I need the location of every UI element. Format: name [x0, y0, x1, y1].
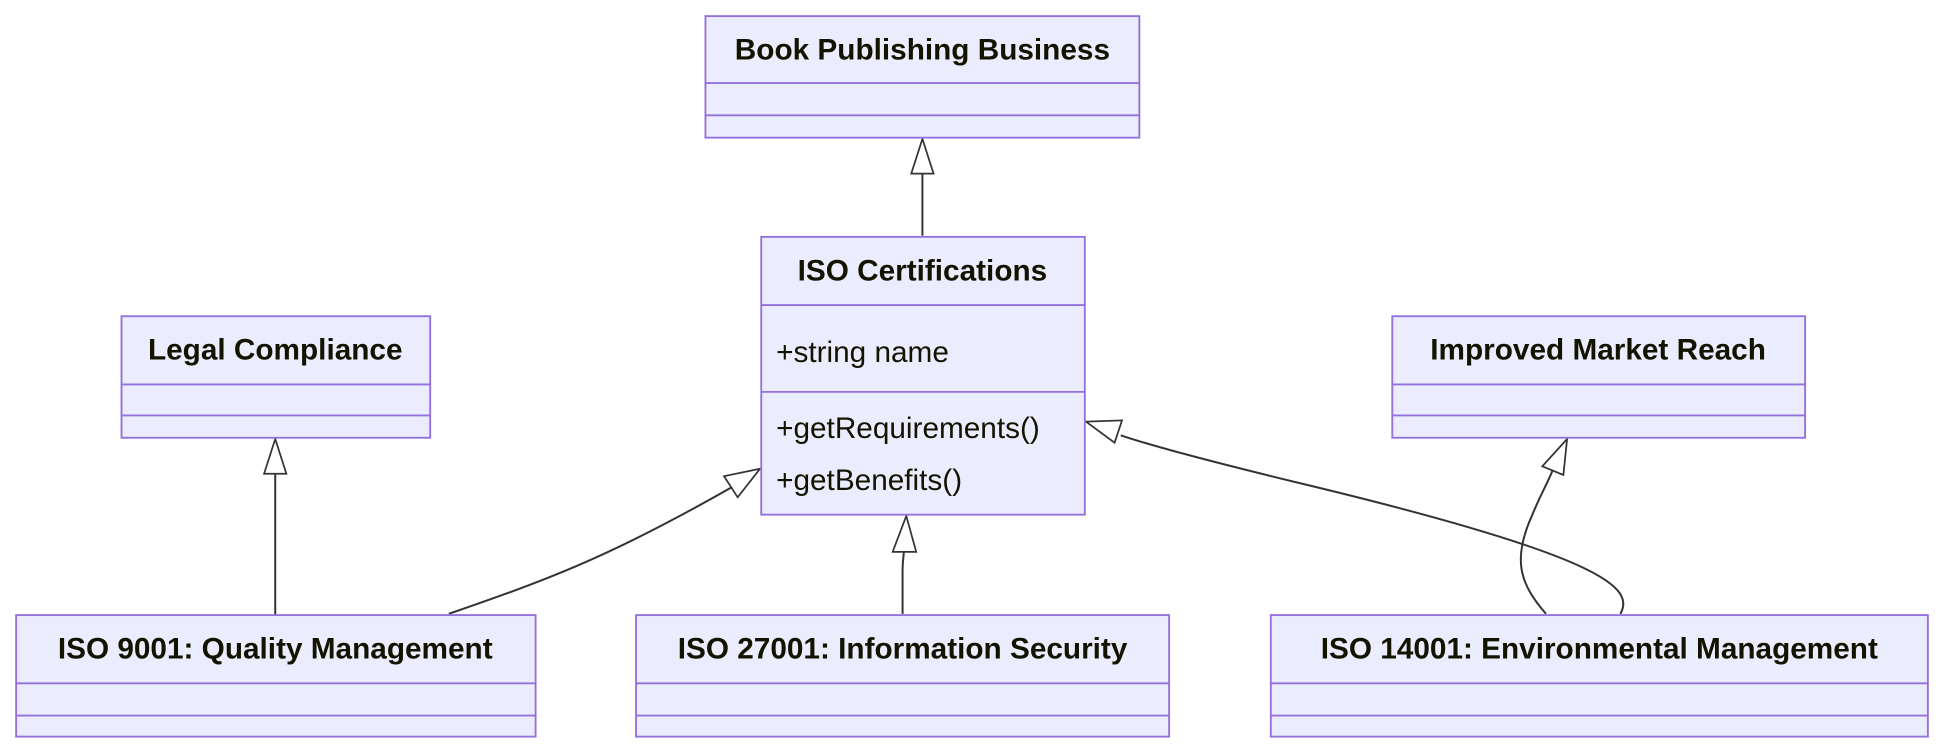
class-name: Legal Compliance [148, 334, 403, 367]
class-improved-market-reach[interactable]: Improved Market Reach [1391, 315, 1807, 439]
inheritance-arrow-icon [1083, 419, 1124, 445]
inheritance-arrow-icon [262, 436, 288, 475]
class-name: ISO 9001: Quality Management [58, 633, 493, 666]
edge-iso27001-to-iso [901, 551, 905, 614]
inheritance-arrow-icon [1540, 436, 1569, 477]
class-iso-14001[interactable]: ISO 14001: Environmental Management [1269, 614, 1929, 738]
class-iso-certifications[interactable]: ISO Certifications +string name +getRequ… [760, 235, 1086, 516]
method: +getBenefits() [776, 464, 962, 497]
inheritance-arrow-icon [722, 467, 763, 499]
class-legal-compliance[interactable]: Legal Compliance [120, 315, 432, 439]
class-book-publishing-business[interactable]: Book Publishing Business [704, 15, 1141, 139]
method: +getRequirements() [776, 412, 1040, 445]
edge-iso14001-to-iso [1120, 434, 1625, 615]
class-iso-27001[interactable]: ISO 27001: Information Security [635, 614, 1171, 738]
class-name: ISO Certifications [798, 254, 1048, 287]
edge-iso14001-to-market [1519, 470, 1554, 615]
class-name: Book Publishing Business [735, 34, 1110, 67]
inheritance-arrow-icon [910, 136, 935, 175]
edge-iso9001-to-iso [448, 486, 732, 615]
class-name: ISO 27001: Information Security [678, 633, 1128, 666]
edges [262, 136, 1625, 616]
inheritance-arrow-icon [891, 513, 918, 553]
attribute: +string name [776, 336, 949, 369]
class-iso-9001[interactable]: ISO 9001: Quality Management [15, 614, 537, 738]
class-name: Improved Market Reach [1430, 334, 1766, 367]
class-name: ISO 14001: Environmental Management [1321, 633, 1878, 666]
